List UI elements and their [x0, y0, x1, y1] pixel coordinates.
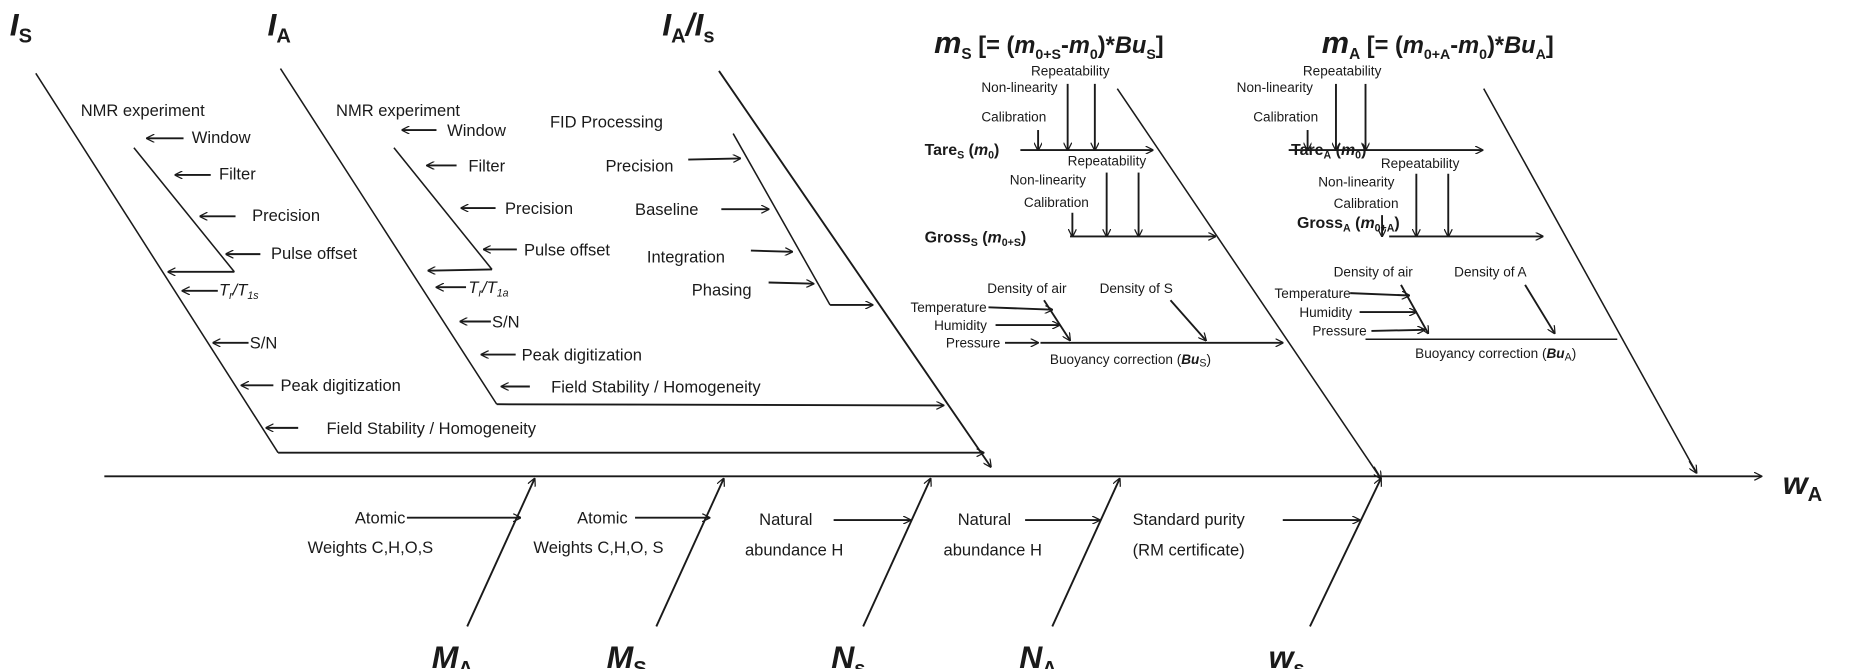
- cause-natural-abundance: Natural: [958, 510, 1011, 529]
- ia-nmr-title: NMR experiment: [336, 101, 460, 120]
- cause-calibration: Calibration: [1253, 110, 1318, 125]
- cause-non-linearity: Non-linearity: [1318, 175, 1394, 190]
- cause-pressure: Pressure: [1312, 324, 1366, 339]
- bone-ratio-label: IA/Is: [662, 6, 714, 47]
- cause-field-stability: Field Stability / Homogeneity: [327, 419, 537, 438]
- cause-atomic-weights: Atomic: [577, 509, 628, 528]
- bone-ma-label: mA [= (m0+A-m0)*BuA]: [1322, 25, 1554, 63]
- bone-is: IS NMR experiment Window Filter Precisio…: [10, 6, 984, 452]
- cause-atomic-weights-line2: Weights C,H,O, S: [533, 538, 663, 557]
- bone-ratio: IA/Is FID Processing Precision Baseline …: [550, 6, 991, 466]
- lower-bone-label: MA: [432, 639, 473, 669]
- cause-density-air: Density of air: [987, 281, 1067, 296]
- tare-label: TareA (m0): [1291, 142, 1366, 162]
- cause-calibration: Calibration: [1334, 196, 1399, 211]
- cause-sn: S/N: [492, 312, 520, 331]
- gross-label: GrossA (m0+A): [1297, 215, 1400, 235]
- lower-bone-label: Ns: [831, 639, 865, 669]
- lower-bone-ms: Atomic Weights C,H,O, S MS: [533, 479, 723, 669]
- cause-t-ratio: Tr/T1a: [468, 278, 508, 300]
- lower-bone-label: NA: [1019, 639, 1057, 669]
- tare-label: TareS (m0): [925, 142, 1000, 162]
- cause-baseline: Baseline: [635, 200, 698, 219]
- cause-natural-abundance: Natural: [759, 510, 812, 529]
- cause-calibration: Calibration: [1024, 195, 1089, 210]
- cause-peak-digitization: Peak digitization: [280, 376, 400, 395]
- is-nmr-title: NMR experiment: [81, 101, 205, 120]
- buoyancy-label: Buoyancy correction (BuS): [1050, 352, 1211, 369]
- cause-density-sample: Density of A: [1454, 265, 1527, 280]
- lower-bone-label: ws: [1269, 639, 1305, 669]
- cause-precision: Precision: [252, 206, 320, 225]
- cause-filter: Filter: [468, 156, 505, 175]
- cause-non-linearity: Non-linearity: [1237, 80, 1313, 95]
- cause-humidity: Humidity: [934, 318, 987, 333]
- cause-window: Window: [192, 128, 251, 147]
- cause-density-air: Density of air: [1334, 265, 1414, 280]
- cause-non-linearity: Non-linearity: [1010, 172, 1086, 187]
- lower-bone-ws: Standard purity (RM certificate) ws: [1133, 479, 1381, 669]
- cause-precision: Precision: [505, 199, 573, 218]
- cause-precision: Precision: [606, 156, 674, 175]
- bone-ms-label: mS [= (m0+S-m0)*BuS]: [934, 25, 1164, 63]
- cause-phasing: Phasing: [692, 280, 752, 299]
- cause-pulse-offset: Pulse offset: [271, 244, 357, 263]
- cause-repeatability: Repeatability: [1068, 153, 1147, 168]
- cause-natural-abundance-line2: abundance H: [745, 541, 843, 560]
- cause-temperature: Temperature: [1275, 286, 1351, 301]
- fid-processing-title: FID Processing: [550, 113, 663, 132]
- lower-bone-ma: Atomic Weights C,H,O,S MA: [308, 479, 535, 669]
- cause-humidity: Humidity: [1299, 305, 1352, 320]
- cause-filter: Filter: [219, 165, 256, 184]
- cause-standard-purity: Standard purity: [1133, 510, 1246, 529]
- lower-bone-na: Natural abundance H NA: [944, 479, 1120, 669]
- cause-field-stability: Field Stability / Homogeneity: [551, 377, 761, 396]
- bone-is-label: IS: [10, 6, 32, 47]
- cause-window: Window: [447, 121, 506, 140]
- lower-bone-ns: Natural abundance H Ns: [745, 479, 931, 669]
- cause-repeatability: Repeatability: [1381, 156, 1460, 171]
- lower-bone-label: MS: [607, 639, 647, 669]
- cause-atomic-weights-line2: Weights C,H,O,S: [308, 538, 434, 557]
- cause-non-linearity: Non-linearity: [981, 80, 1057, 95]
- bone-ms: mS [= (m0+S-m0)*BuS] TareS (m0) Repeatab…: [910, 25, 1380, 479]
- cause-pressure: Pressure: [946, 336, 1000, 351]
- bone-ia-label: IA: [267, 6, 290, 47]
- cause-pulse-offset: Pulse offset: [524, 240, 610, 259]
- cause-integration: Integration: [647, 247, 725, 266]
- buoyancy-label: Buoyancy correction (BuA): [1415, 346, 1576, 363]
- bone-ma: mA [= (m0+A-m0)*BuA] TareA (m0) Repeatab…: [1237, 25, 1697, 473]
- cause-peak-digitization: Peak digitization: [522, 346, 642, 365]
- cause-density-sample: Density of S: [1100, 281, 1173, 296]
- cause-natural-abundance-line2: abundance H: [944, 541, 1042, 560]
- gross-label: GrossS (m0+S): [925, 229, 1027, 249]
- cause-calibration: Calibration: [981, 110, 1046, 125]
- cause-atomic-weights: Atomic: [355, 509, 406, 528]
- cause-t-ratio: Tr/T1s: [219, 280, 259, 302]
- cause-repeatability: Repeatability: [1031, 64, 1110, 79]
- bone-ia: IA NMR experiment Window Filter Precisio…: [267, 6, 943, 405]
- cause-repeatability: Repeatability: [1303, 64, 1382, 79]
- cause-temperature: Temperature: [910, 300, 986, 315]
- effect-label: wA: [1783, 465, 1822, 506]
- cause-standard-purity-line2: (RM certificate): [1133, 541, 1245, 560]
- cause-sn: S/N: [250, 334, 278, 353]
